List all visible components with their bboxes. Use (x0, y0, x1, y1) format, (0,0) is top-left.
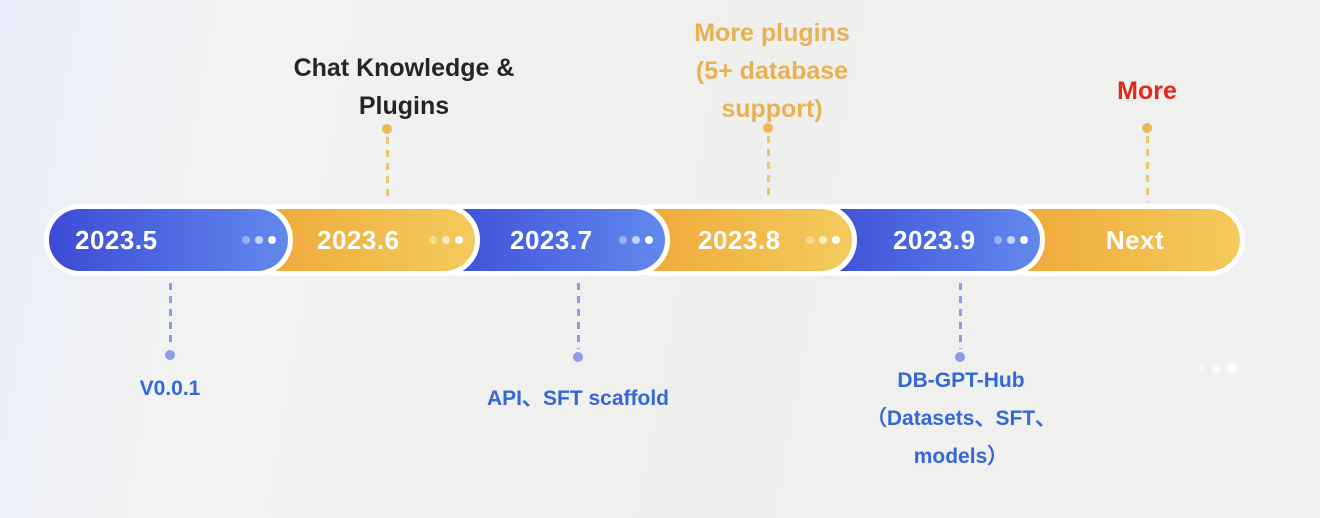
connector-dot (382, 124, 392, 134)
milestone-line: (5+ database (695, 57, 849, 85)
faded-ellipsis-dots-icon (1198, 363, 1237, 373)
connector-dot (165, 350, 175, 360)
milestone-line: Chat Knowledge & (293, 54, 515, 82)
connector-dashed-line (169, 283, 172, 347)
connector-dot (573, 352, 583, 362)
milestone-line: V0.0.1 (139, 377, 201, 400)
ellipsis-dots-icon (994, 236, 1028, 244)
ellipsis-dots-icon (806, 236, 840, 244)
milestone-chat-knowledge-plugins: Chat Knowledge & Plugins (254, 49, 554, 125)
timeline-segment-2023-5: 2023.5 (44, 204, 293, 276)
connector-dashed-line (386, 137, 389, 201)
milestone-line: support) (721, 95, 823, 123)
segment-label: 2023.9 (893, 224, 976, 255)
milestone-line: models） (913, 445, 1009, 468)
ellipsis-dots-icon (242, 236, 276, 244)
milestone-line: API、SFT scaffold (486, 387, 670, 410)
connector-dashed-line (767, 136, 770, 200)
milestone-api-sft-scaffold: API、SFT scaffold (448, 380, 708, 418)
milestone-line: DB-GPT-Hub (897, 369, 1025, 392)
milestone-line: Plugins (358, 92, 450, 120)
ellipsis-dots-icon (429, 236, 463, 244)
connector-dot (1142, 123, 1152, 133)
segment-label: Next (1105, 224, 1165, 255)
segment-label: 2023.7 (510, 224, 593, 255)
milestone-line: （Datasets、SFT、 (865, 407, 1057, 430)
segment-label: 2023.5 (75, 224, 158, 255)
milestone-more-plugins: More plugins (5+ database support) (642, 14, 902, 128)
milestone-more: More (1067, 72, 1227, 110)
ellipsis-dots-icon (619, 236, 653, 244)
connector-dashed-line (577, 283, 580, 349)
connector-dot (763, 123, 773, 133)
milestone-line: More (1117, 77, 1177, 105)
milestone-db-gpt-hub: DB-GPT-Hub （Datasets、SFT、 models） (830, 362, 1092, 476)
connector-dot (955, 352, 965, 362)
connector-dashed-line (959, 283, 962, 349)
milestone-line: More plugins (694, 19, 850, 47)
connector-dashed-line (1146, 136, 1149, 202)
segment-label: 2023.8 (698, 224, 781, 255)
segment-label: 2023.6 (317, 224, 400, 255)
milestone-v0-0-1: V0.0.1 (95, 370, 245, 408)
